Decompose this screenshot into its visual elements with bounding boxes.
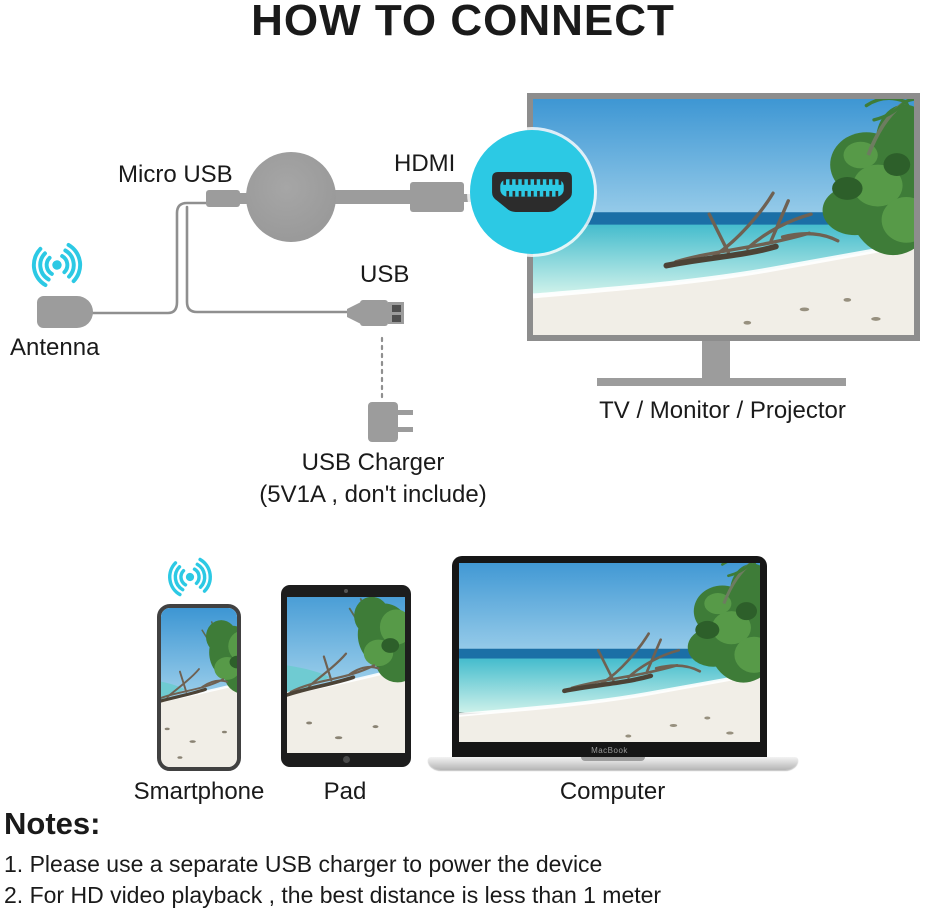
notes-heading: Notes: xyxy=(4,806,101,841)
tv-screen xyxy=(533,99,914,335)
charger-note: (5V1A , don't include) xyxy=(259,481,487,508)
antenna-label: Antenna xyxy=(10,334,100,361)
note-item-2: 2. For HD video playback , the best dist… xyxy=(4,882,662,908)
wifi-signal-icon xyxy=(158,556,222,598)
antenna-body xyxy=(37,296,93,328)
laptop-brand-text: MacBook xyxy=(591,746,628,755)
beach-wallpaper xyxy=(533,99,914,335)
micro-usb-connector-tip xyxy=(238,193,248,204)
camera-dot-icon xyxy=(344,589,348,593)
wifi-signal-icon xyxy=(21,241,93,289)
laptop-display: MacBook xyxy=(452,556,767,758)
display-label: TV / Monitor / Projector xyxy=(599,397,846,424)
micro-usb-label: Micro USB xyxy=(118,161,233,188)
beach-wallpaper xyxy=(287,597,405,753)
laptop-screen xyxy=(459,563,760,742)
hdmi-port-highlight xyxy=(470,130,594,254)
smartphone-screen xyxy=(161,608,237,767)
usb-label: USB xyxy=(360,261,410,288)
page-title: HOW TO CONNECT xyxy=(251,0,675,45)
tv-monitor xyxy=(527,93,920,341)
tablet-pad xyxy=(281,585,411,767)
hdmi-connector-tip xyxy=(462,194,473,202)
hdmi-port-icon xyxy=(492,171,572,212)
beach-wallpaper xyxy=(459,563,760,742)
computer-label: Computer xyxy=(559,778,666,805)
charger-label: USB Charger xyxy=(301,449,445,476)
micro-usb-connector xyxy=(206,190,240,207)
home-button-icon xyxy=(343,756,350,763)
smartphone xyxy=(157,604,241,771)
usb-charger-block xyxy=(368,402,398,442)
usb-plug xyxy=(347,300,404,326)
cable-lines xyxy=(91,201,384,403)
hdmi-cable xyxy=(330,190,412,204)
smartphone-label: Smartphone xyxy=(133,778,265,805)
charger-prong-bottom xyxy=(397,427,413,432)
hdmi-connector xyxy=(410,182,464,212)
wireless-display-dongle xyxy=(246,152,336,242)
pad-screen xyxy=(287,597,405,753)
beach-wallpaper xyxy=(161,608,237,767)
tv-stand-post xyxy=(702,341,730,381)
tv-stand-base xyxy=(597,378,846,386)
pad-label: Pad xyxy=(323,778,367,805)
note-item-1: 1. Please use a separate USB charger to … xyxy=(4,851,603,877)
charger-prong-top xyxy=(397,410,413,415)
laptop-base xyxy=(428,757,798,770)
hdmi-label: HDMI xyxy=(394,150,456,177)
